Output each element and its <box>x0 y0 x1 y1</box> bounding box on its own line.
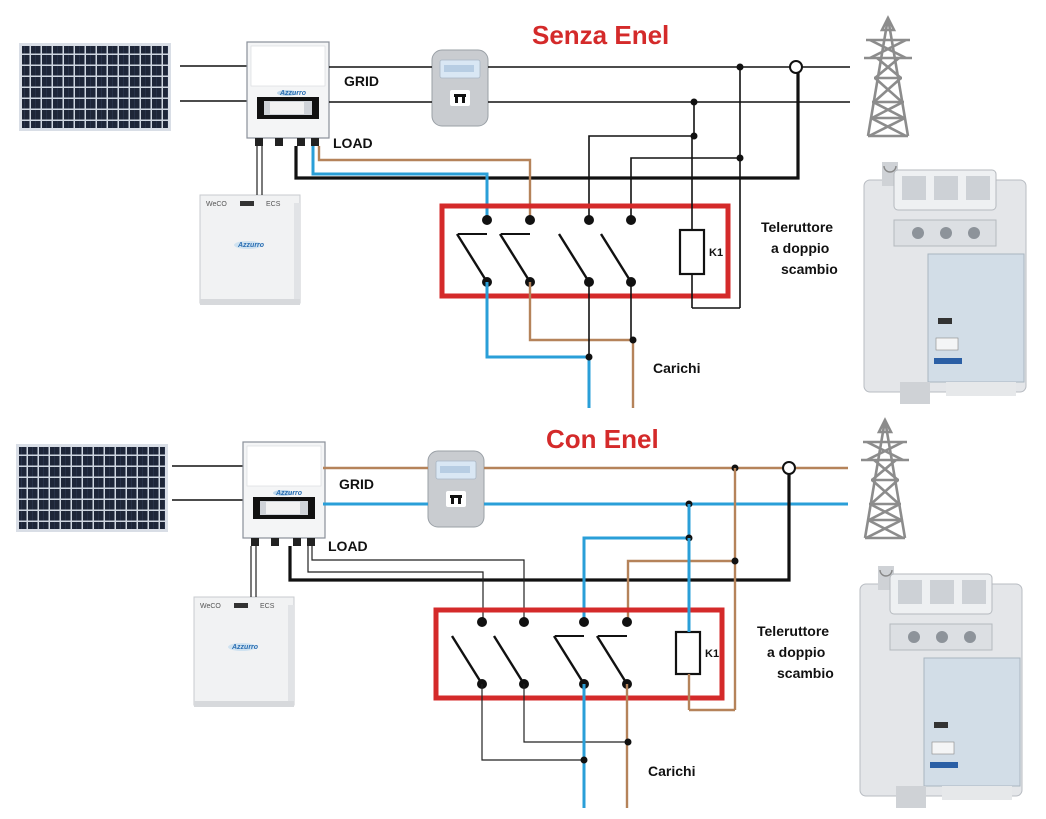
contactor-caption-line-1: Teleruttore <box>757 623 829 639</box>
contactor-box <box>439 203 731 299</box>
relay-label: K1 <box>705 648 719 660</box>
contactor-caption-line-3: scambio <box>781 261 838 277</box>
solar-panel-icon <box>19 43 171 131</box>
diagram-title: Senza Enel <box>532 20 669 50</box>
contactor-icon <box>859 565 1023 809</box>
relay-coil <box>678 228 706 276</box>
power-pylon-icon <box>859 418 911 540</box>
contactor-caption-line-1: Teleruttore <box>761 219 833 235</box>
solar-panel-icon <box>16 444 168 532</box>
loads-label: Carichi <box>653 360 700 376</box>
contactor-caption-line-2: a doppio <box>767 644 825 660</box>
relay-coil <box>674 630 702 676</box>
contactor-caption-line-2: a doppio <box>771 240 829 256</box>
load-label: LOAD <box>333 135 373 151</box>
inverter-icon <box>242 441 326 547</box>
meter-icon <box>427 450 485 528</box>
battery-icon <box>193 596 295 708</box>
contactor-caption-line-3: scambio <box>777 665 834 681</box>
contactor-box <box>433 607 725 701</box>
diagram-senza-enel: Senza Enel GRID LOAD <box>19 16 1027 408</box>
grid-label: GRID <box>344 73 379 89</box>
meter-icon <box>431 49 489 127</box>
inverter-icon <box>246 41 330 147</box>
diagram-title: Con Enel <box>546 424 659 454</box>
contactor-icon <box>863 161 1027 405</box>
load-label: LOAD <box>328 538 368 554</box>
diagram-con-enel: Con Enel GRID LOAD <box>16 418 1023 809</box>
loads-label: Carichi <box>648 763 695 779</box>
relay-label: K1 <box>709 247 723 259</box>
battery-icon <box>199 194 301 306</box>
grid-label: GRID <box>339 476 374 492</box>
power-pylon-icon <box>862 16 914 138</box>
